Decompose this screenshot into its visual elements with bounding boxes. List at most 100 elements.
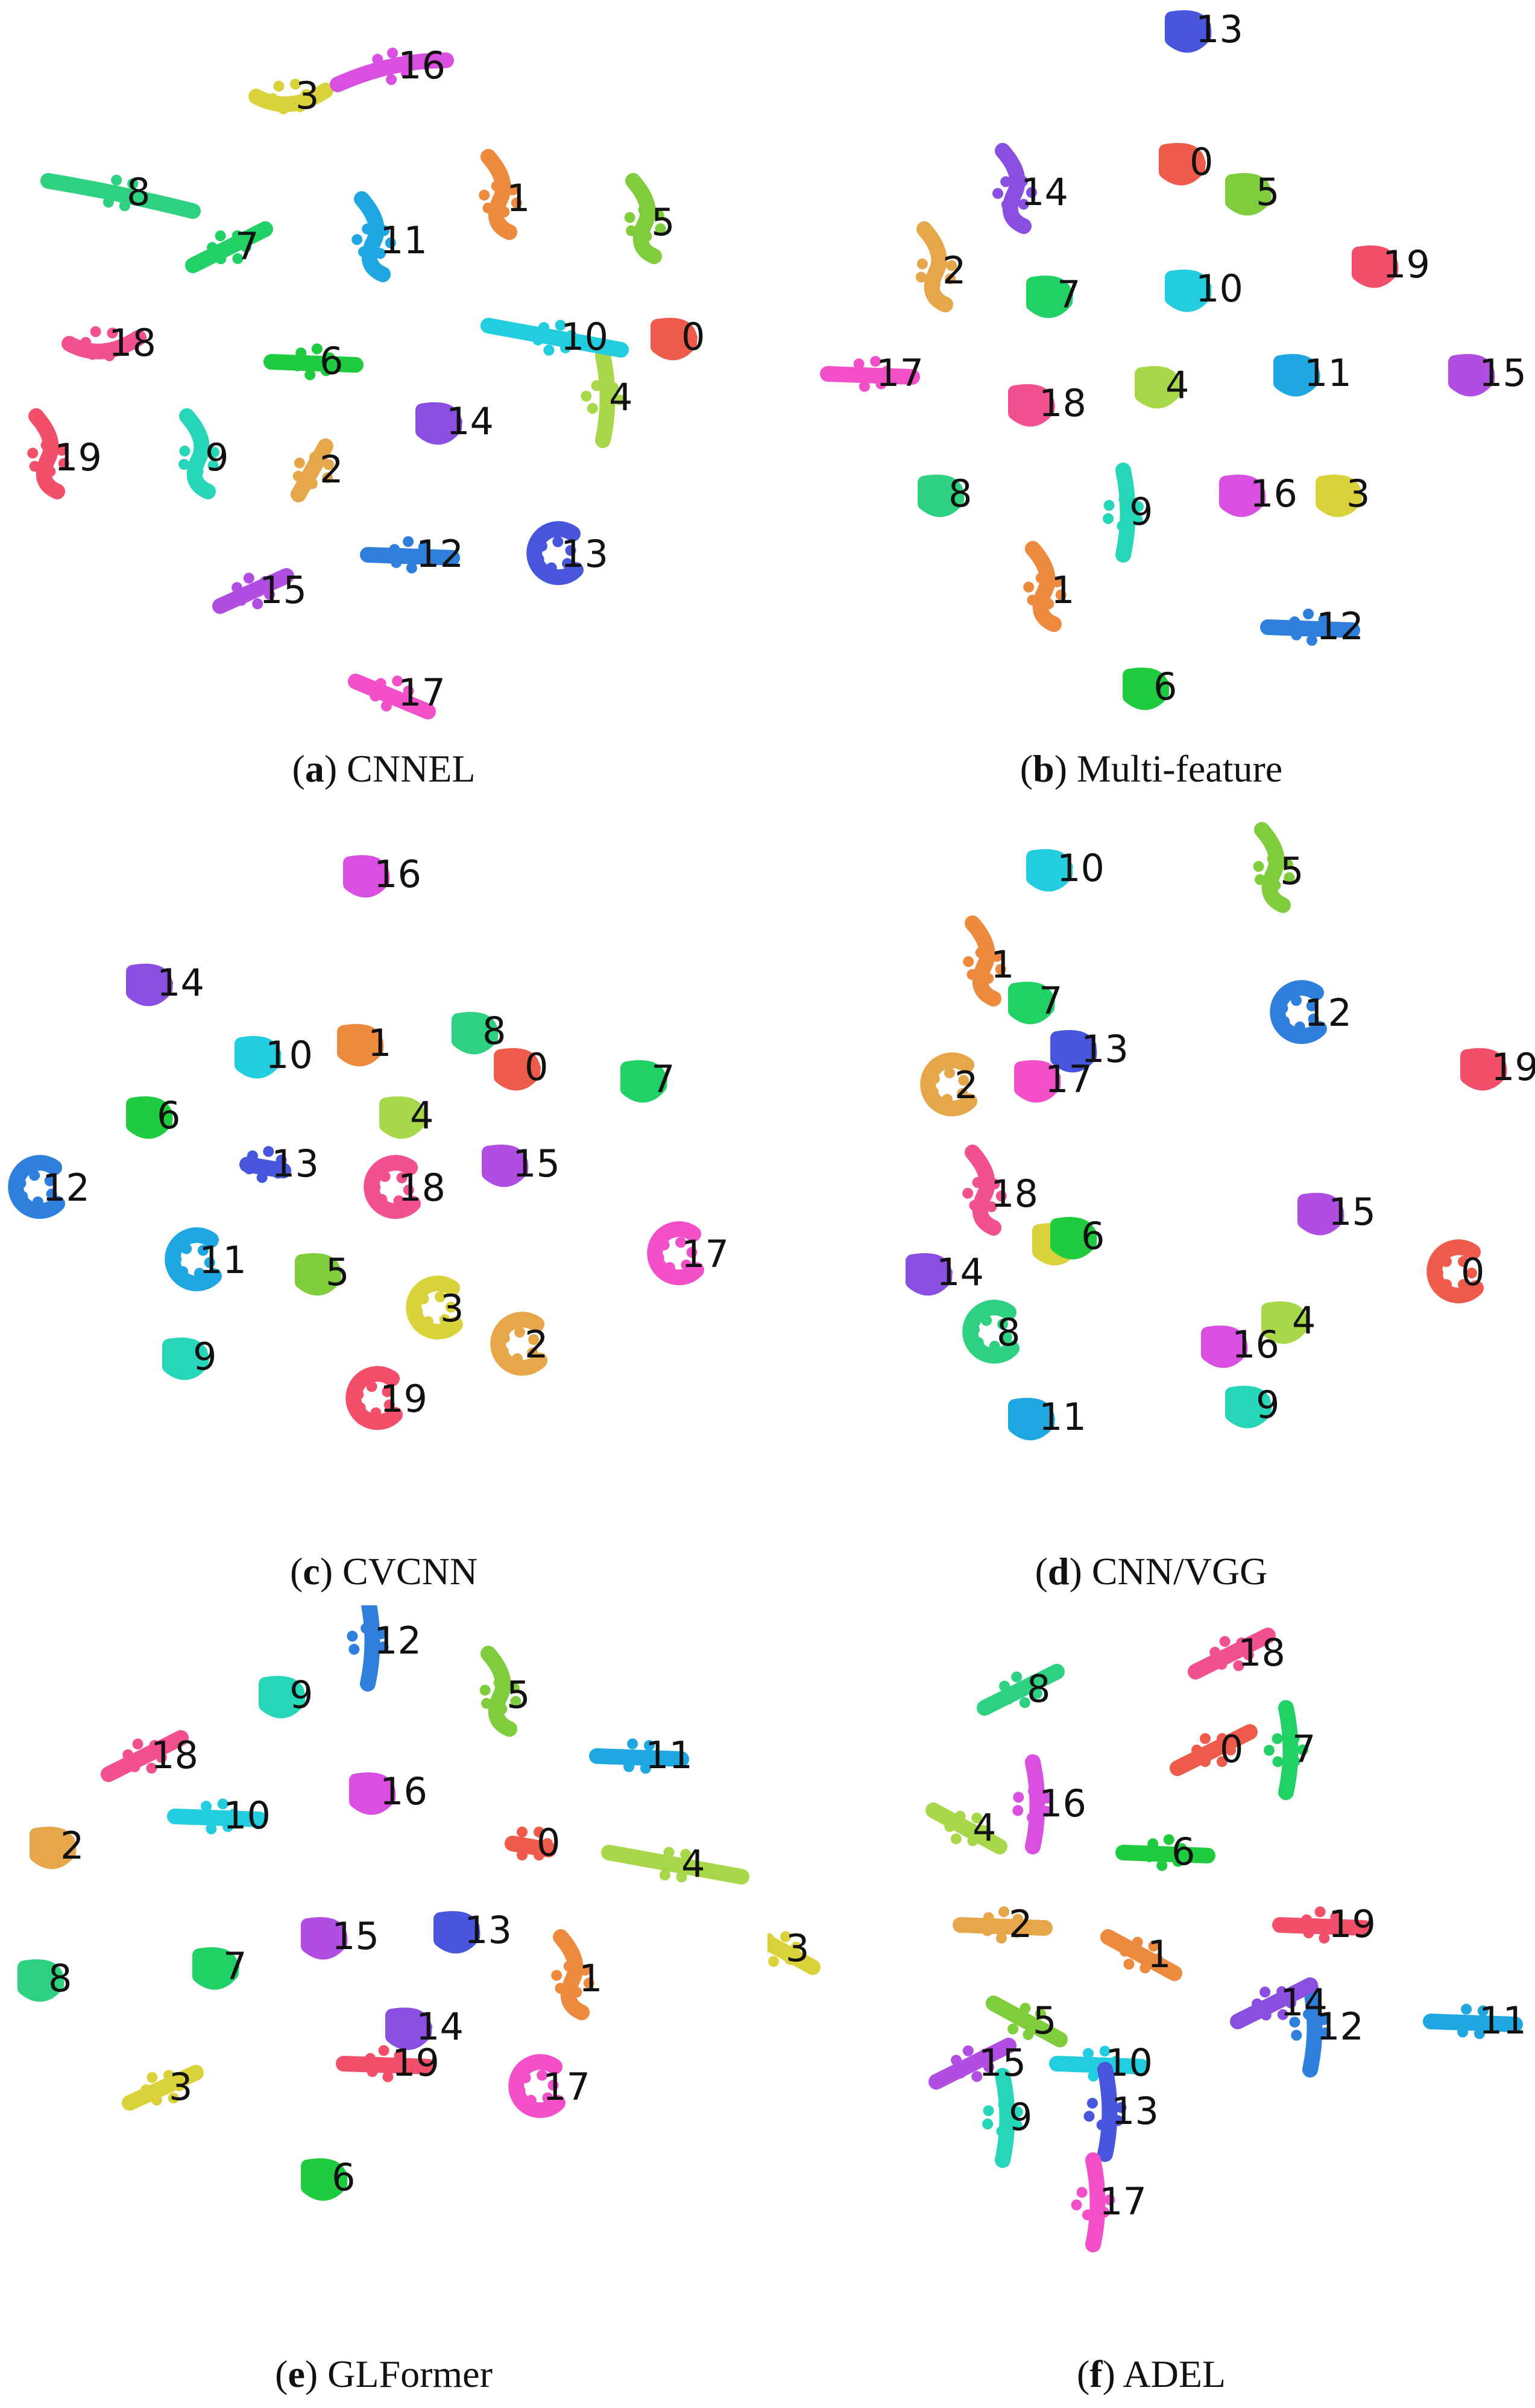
cluster-point	[942, 1093, 953, 1105]
cluster-point	[465, 1934, 477, 1945]
cluster-point	[1284, 872, 1295, 883]
cluster-point	[1252, 1998, 1262, 2009]
cluster-point	[1054, 301, 1065, 312]
cluster-point	[508, 1838, 519, 1849]
cluster-point	[195, 1359, 207, 1370]
cluster-point	[680, 1848, 692, 1860]
cluster-point	[1167, 286, 1179, 297]
cluster-14: 14	[385, 2005, 464, 2050]
cluster-point	[1200, 1733, 1211, 1744]
cluster-point	[1286, 356, 1297, 367]
cluster-point	[1302, 358, 1314, 369]
cluster-points-14	[1230, 1977, 1318, 2029]
cluster-point	[678, 320, 689, 332]
cluster-point	[278, 103, 289, 115]
cluster-point	[1137, 378, 1149, 390]
cluster-point	[1027, 595, 1038, 605]
cluster-point	[1289, 1755, 1300, 1767]
cluster-point	[423, 1316, 433, 1327]
cluster-point	[394, 2050, 405, 2061]
cluster-point	[347, 876, 359, 887]
cluster-point	[1020, 386, 1032, 397]
cluster-point	[1051, 851, 1062, 862]
cluster-13: 13	[526, 521, 608, 586]
cluster-point	[1216, 1658, 1228, 1670]
cluster-point	[1297, 1318, 1308, 1329]
cluster-point	[1082, 2209, 1093, 2220]
cluster-15: 15	[1448, 351, 1527, 397]
cluster-point	[505, 1051, 515, 1062]
cluster-point	[243, 1040, 254, 1052]
cluster-point	[954, 1810, 966, 1822]
cluster-point	[982, 1925, 993, 1936]
cluster-point	[344, 1048, 355, 1058]
cluster-point	[768, 1933, 775, 1944]
cluster-point	[482, 203, 494, 213]
cluster-point	[1200, 20, 1211, 31]
cluster-point	[1195, 294, 1206, 305]
cluster-point	[388, 2022, 399, 2034]
cluster-label-7: 7	[223, 1944, 247, 1988]
cluster-point	[426, 405, 437, 417]
cluster-label-10: 10	[1057, 846, 1105, 890]
cluster-17: 17	[348, 671, 446, 719]
cluster-point	[449, 1938, 461, 1950]
cluster-label-3: 3	[1346, 472, 1370, 516]
cluster-label-4: 4	[681, 1842, 705, 1886]
cluster-point	[631, 1063, 642, 1075]
cluster-points-15	[212, 568, 294, 614]
cluster-label-16: 16	[1250, 472, 1297, 516]
cluster-points-5	[986, 1996, 1068, 2047]
cluster-point	[351, 234, 363, 245]
cluster-label-16: 16	[1232, 1323, 1279, 1367]
cluster-point	[382, 1108, 393, 1120]
cluster-point	[657, 1074, 667, 1085]
cluster-label-1: 1	[1147, 1932, 1171, 1976]
cluster-point	[131, 191, 142, 203]
cluster-point	[279, 1677, 290, 1688]
cluster-1: 1	[963, 915, 1014, 1006]
cluster-point	[263, 1696, 274, 1707]
cluster-label-7: 7	[235, 224, 259, 268]
cluster-point	[1301, 1914, 1313, 1926]
cluster-label-3: 3	[295, 74, 319, 118]
cluster-point	[908, 1268, 919, 1279]
cluster-label-13: 13	[271, 1142, 319, 1186]
cluster-label-15: 15	[979, 2041, 1026, 2085]
cluster-point	[604, 405, 615, 416]
cluster-point	[403, 1184, 414, 1196]
cluster-point	[154, 989, 165, 1000]
cluster-point	[1235, 1333, 1246, 1345]
cluster-point	[499, 206, 510, 218]
cluster-point	[528, 1334, 540, 1345]
cluster-point	[1236, 1637, 1247, 1649]
cluster-point	[479, 189, 490, 201]
cluster-point	[1451, 2014, 1462, 2026]
cluster-point	[180, 1365, 192, 1376]
cluster-point	[1055, 589, 1067, 601]
cluster-point	[1217, 1756, 1228, 1768]
cluster-point	[663, 1847, 675, 1858]
cluster-15: 15	[928, 2038, 1026, 2090]
cluster-3: 3	[248, 74, 333, 118]
cluster-point	[363, 856, 374, 867]
cluster-point	[332, 2181, 344, 2193]
cluster-point	[46, 1188, 57, 1199]
cluster-point	[538, 322, 549, 333]
cluster-point	[626, 225, 637, 236]
cluster-7: 7	[1264, 1700, 1316, 1800]
cluster-point	[1001, 199, 1012, 210]
cluster-point	[555, 320, 566, 331]
cluster-point	[543, 344, 555, 356]
cluster-point	[1484, 2017, 1495, 2029]
cluster-3: 3	[1316, 472, 1370, 517]
cluster-point	[219, 1950, 231, 1961]
cluster-point	[1035, 572, 1047, 584]
cluster-point	[256, 1172, 268, 1183]
cluster-label-5: 5	[506, 1673, 530, 1717]
cluster-point	[1369, 247, 1380, 258]
cluster-point	[532, 334, 544, 346]
cluster-label-14: 14	[446, 399, 494, 443]
cluster-point	[587, 403, 598, 414]
